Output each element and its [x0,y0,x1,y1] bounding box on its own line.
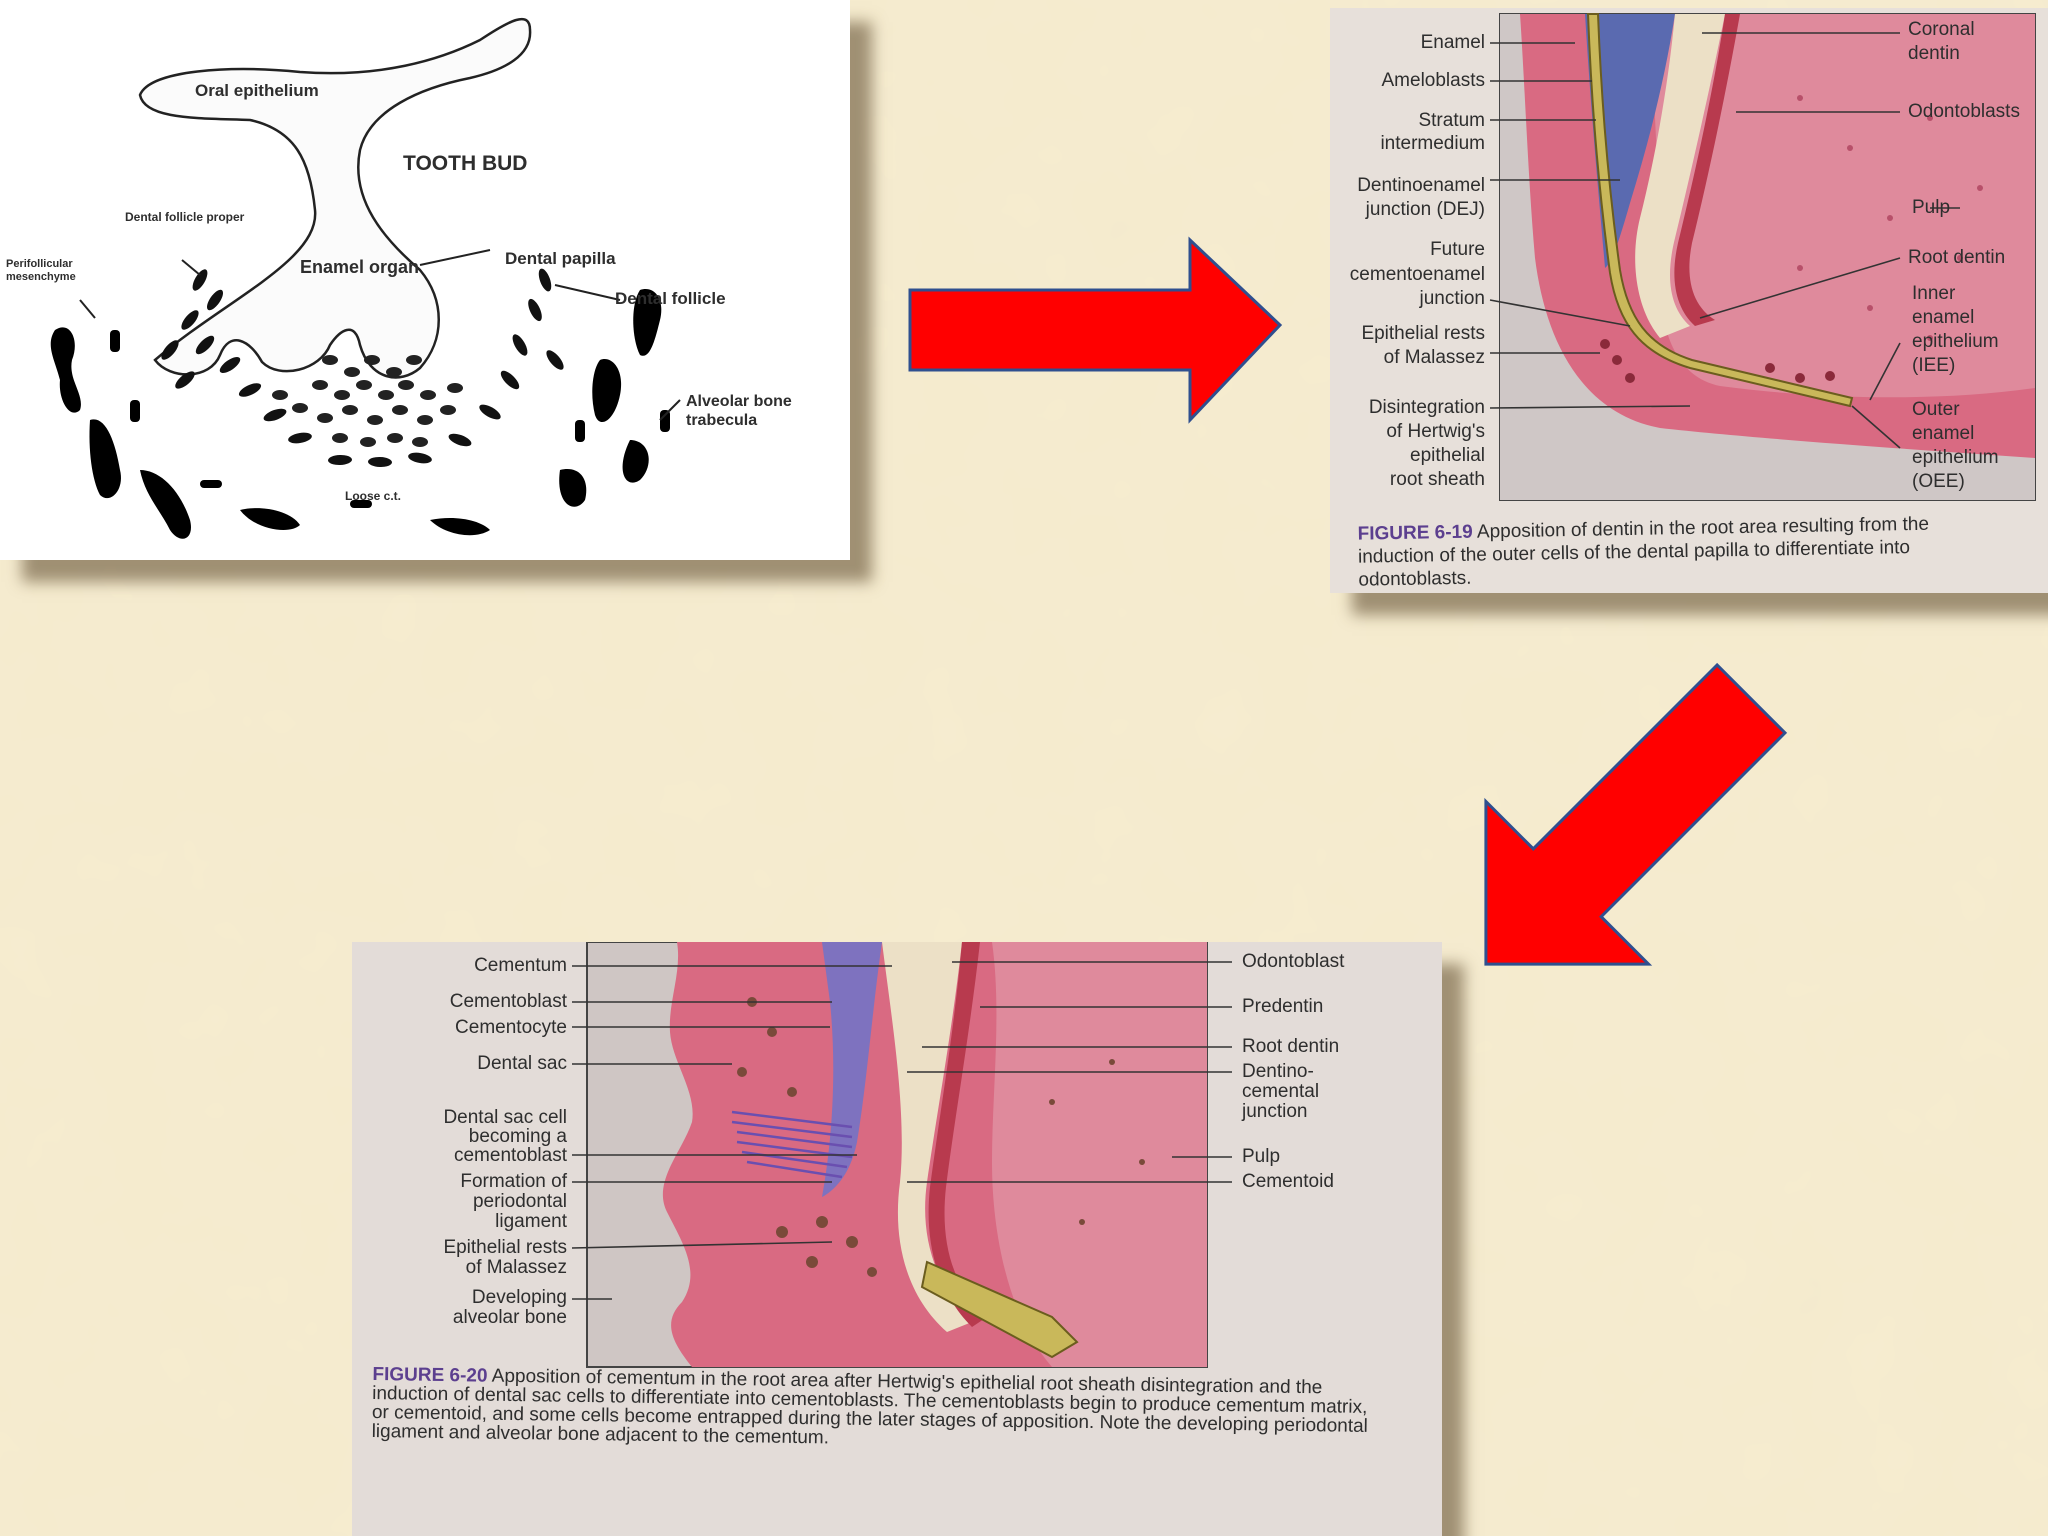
alveolar-bone-trabeculae [50,289,670,539]
label-outer: Outer [1912,399,1960,420]
figure-6-20-caption-text: Apposition of cementum in the root area … [371,1365,1368,1449]
label-intermedium: intermedium [1380,133,1485,154]
figure-6-20-panel: Cementum Cementoblast Cementocyte Dental… [352,942,1442,1536]
label-cementum: Cementum [474,955,567,976]
label-ligament: ligament [495,1211,567,1232]
label-pulp-2: Pulp [1242,1146,1281,1167]
label-enamel: Enamel [1420,32,1485,53]
tooth-bud-diagram [50,18,681,539]
figure-6-19-illustration [1489,13,2036,501]
label-of-malassez: of Malassez [1383,347,1485,368]
label-coronal: Coronal [1908,19,1975,40]
label-dentinoenamel: Dentinoenamel [1357,175,1485,196]
label-cementoblast: Cementoblast [449,991,567,1012]
label-disintegration: Disintegration [1368,397,1485,418]
label-enamel-oee: enamel [1912,423,1975,444]
label-junction: junction [1419,288,1486,309]
label-epithelium-iee: epithelium [1912,331,1999,352]
label-root-dentin-2: Root dentin [1242,1036,1340,1057]
label-oee: (OEE) [1912,471,1965,492]
label-future: Future [1430,239,1485,260]
label-inner: Inner [1912,283,1956,304]
label-of-malassez-2: of Malassez [465,1257,567,1278]
tooth-bud-panel: Oral epithelium TOOTH BUD Dental follicl… [0,0,850,560]
label-dental-follicle-proper: Dental follicle proper [125,210,245,224]
label-dental-follicle: Dental follicle [615,289,726,308]
label-alveolar-bone: alveolar bone [452,1307,567,1328]
label-cementoenamel: cementoenamel [1349,264,1485,285]
label-oral-epithelium: Oral epithelium [195,81,319,100]
label-pulp: Pulp [1912,197,1951,218]
label-epithelial: epithelial [1410,445,1485,466]
label-cementocyte: Cementocyte [455,1017,567,1038]
label-odontoblast: Odontoblast [1242,951,1345,972]
label-iee: (IEE) [1912,355,1956,376]
dental-papilla-cells [272,355,463,447]
label-developing: Developing [471,1287,567,1308]
label-predentin: Predentin [1242,996,1324,1017]
label-ameloblasts: Ameloblasts [1381,70,1486,91]
label-periodontal: periodontal [472,1191,567,1212]
label-epithelium-oee: epithelium [1912,447,1999,468]
label-cemental: cemental [1242,1081,1320,1102]
label-alveolar-bone-trabecula: Alveolar bone trabecula [686,393,792,430]
label-cementoblast-2: cementoblast [453,1145,567,1166]
label-enamel-iee: enamel [1912,307,1975,328]
label-odontoblasts: Odontoblasts [1908,101,2020,122]
enamel-organ-outline [138,18,532,379]
label-cementoid: Cementoid [1242,1171,1334,1192]
label-epithelial-rests: Epithelial rests [1361,323,1485,344]
label-dental-sac: Dental sac [477,1053,567,1074]
label-formation-of: Formation of [460,1171,567,1192]
label-becoming-a: becoming a [468,1126,567,1147]
label-dentin: dentin [1908,43,1960,64]
label-dental-papilla: Dental papilla [505,249,616,268]
label-dental-sac-cell: Dental sac cell [443,1107,567,1128]
dental-follicle-cells [161,268,564,468]
label-of-hertwigs: of Hertwig's [1386,421,1485,442]
label-loose-ct: Loose c.t. [345,489,402,503]
label-stratum: Stratum [1418,110,1485,131]
label-root-dentin: Root dentin [1908,247,2006,268]
label-epithelial-rests-2: Epithelial rests [443,1237,567,1258]
label-dej: junction (DEJ) [1365,199,1485,220]
label-tooth-bud: TOOTH BUD [403,152,528,175]
label-root-sheath: root sheath [1389,469,1485,490]
label-dentino: Dentino- [1242,1061,1314,1082]
figure-6-19-panel: Enamel Ameloblasts Stratum intermedium D… [1330,8,2048,593]
figure-6-20-illustration [571,942,1232,1368]
label-junction-2: junction [1242,1101,1308,1122]
arrow-right [908,236,1283,424]
arrow-down-left [1484,662,1788,966]
figure-6-20-caption: FIGURE 6-20 Apposition of cementum in th… [371,1364,1373,1455]
label-perifollicular-mesenchyme: Perifollicular mesenchyme [6,258,76,284]
figure-6-19-number: FIGURE 6-19 [1357,521,1473,545]
label-enamel-organ: Enamel organ [300,257,420,277]
